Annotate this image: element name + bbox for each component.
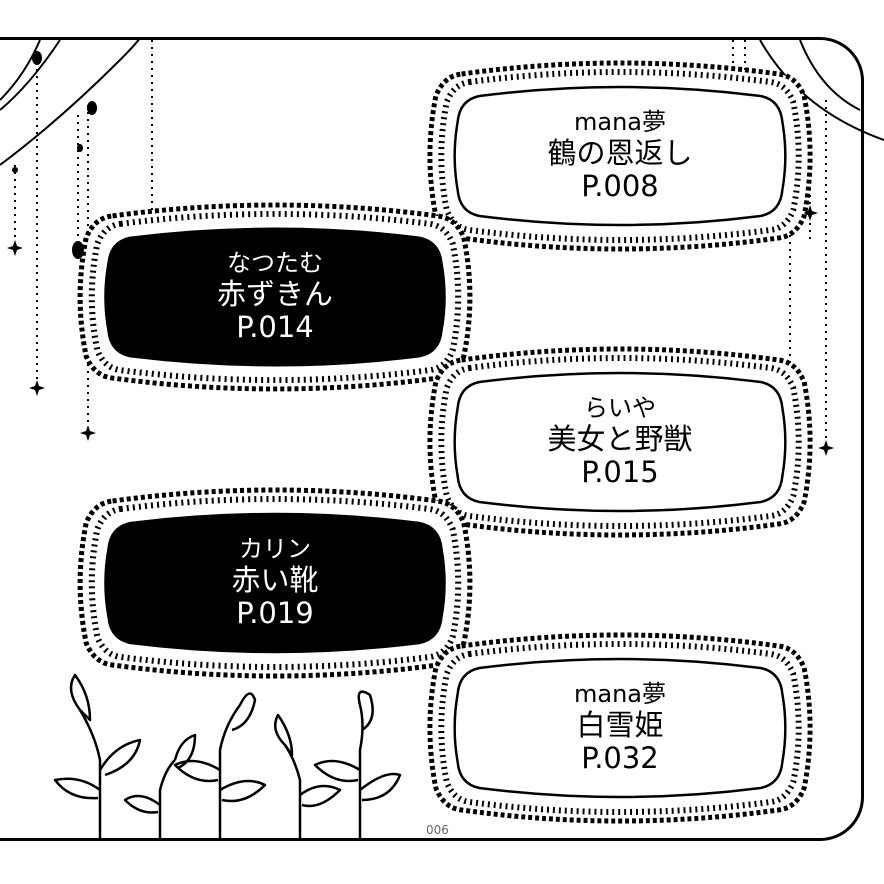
- plaque-author: mana夢: [573, 680, 666, 709]
- left-garland-icon: [0, 37, 141, 166]
- lace-frame-icon: [427, 346, 813, 538]
- plaque-shirayukihime: mana夢 白雪姫 P.032: [422, 632, 818, 824]
- plaque-story-title: 赤ずきん: [216, 276, 333, 311]
- plaque-page-number: P.019: [236, 595, 314, 630]
- plaque-page-number: P.032: [581, 740, 659, 775]
- plaque-story-title: 白雪姫: [576, 707, 664, 742]
- lace-frame-icon: [427, 632, 813, 824]
- plaque-author: カリン: [239, 535, 311, 564]
- lace-frame-icon: [77, 487, 473, 679]
- lace-frame-icon: [77, 202, 473, 392]
- plaque-story-title: 赤い靴: [231, 562, 319, 597]
- left-bead-strands-icon: [14, 40, 153, 425]
- right-garland-icon: [759, 39, 884, 141]
- plaque-akazukin: なつたむ 赤ずきん P.014: [72, 202, 478, 392]
- plaque-author: なつたむ: [227, 249, 323, 278]
- plaque-page-number: P.015: [581, 454, 659, 489]
- left-sparkles-icon: [7, 240, 96, 441]
- plaque-tsuru-no-ongaeshi: mana夢 鶴の恩返し P.008: [422, 60, 818, 252]
- plaque-page-number: P.008: [581, 168, 659, 203]
- plaque-page-number: P.014: [236, 309, 314, 344]
- plaque-story-title: 美女と野獣: [547, 421, 693, 456]
- plaque-author: らいや: [584, 394, 656, 423]
- plants-icon: [53, 673, 402, 838]
- plaque-bijo-to-yajuu: らいや 美女と野獣 P.015: [422, 346, 818, 538]
- page-number: 006: [426, 823, 449, 837]
- plaque-akai-kutsu: カリン 赤い靴 P.019: [72, 487, 478, 679]
- lace-frame-icon: [427, 60, 813, 252]
- plaque-author: mana夢: [573, 108, 666, 137]
- plaque-story-title: 鶴の恩返し: [547, 135, 693, 170]
